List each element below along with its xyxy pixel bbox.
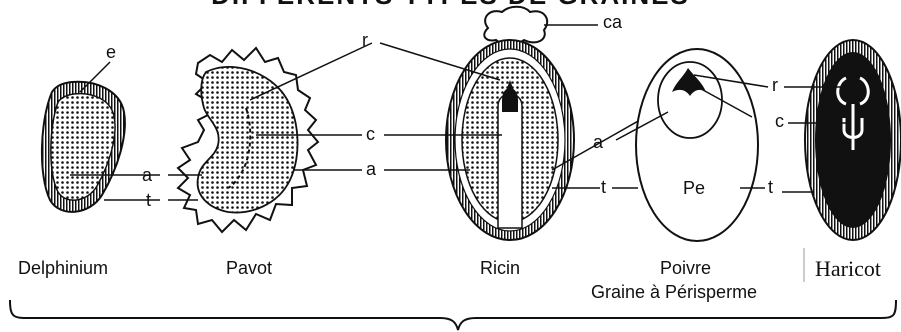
label-e: e bbox=[106, 42, 116, 63]
poivre-seed bbox=[636, 49, 758, 241]
label-r-haricot: r bbox=[772, 75, 778, 96]
label-pe: Pe bbox=[683, 178, 705, 199]
label-a-pavot: a bbox=[366, 159, 376, 180]
ricin-seed bbox=[446, 7, 574, 240]
seed-name-delphinium: Delphinium bbox=[18, 258, 108, 279]
label-t-ricin: t bbox=[601, 177, 606, 198]
delphinium-seed bbox=[42, 82, 125, 212]
label-a-delphinium: a bbox=[142, 165, 152, 186]
seed-name-pavot: Pavot bbox=[226, 258, 272, 279]
grouping-brace bbox=[10, 300, 896, 330]
label-t-delphinium: t bbox=[146, 190, 151, 211]
haricot-seed bbox=[805, 40, 901, 240]
label-ca: ca bbox=[603, 12, 622, 33]
seed-subtitle-poivre: Graine à Périsperme bbox=[591, 282, 757, 303]
seed-name-haricot: Haricot bbox=[815, 256, 881, 282]
label-c-haricot: c bbox=[775, 111, 784, 132]
label-c-pavot: c bbox=[366, 124, 375, 145]
label-t-poivre: t bbox=[768, 177, 773, 198]
seed-name-ricin: Ricin bbox=[480, 258, 520, 279]
label-r-pavot: r bbox=[362, 30, 368, 51]
seed-name-poivre: Poivre bbox=[660, 258, 711, 279]
pavot-seed bbox=[178, 48, 318, 232]
label-a-poivre: a bbox=[593, 132, 603, 153]
